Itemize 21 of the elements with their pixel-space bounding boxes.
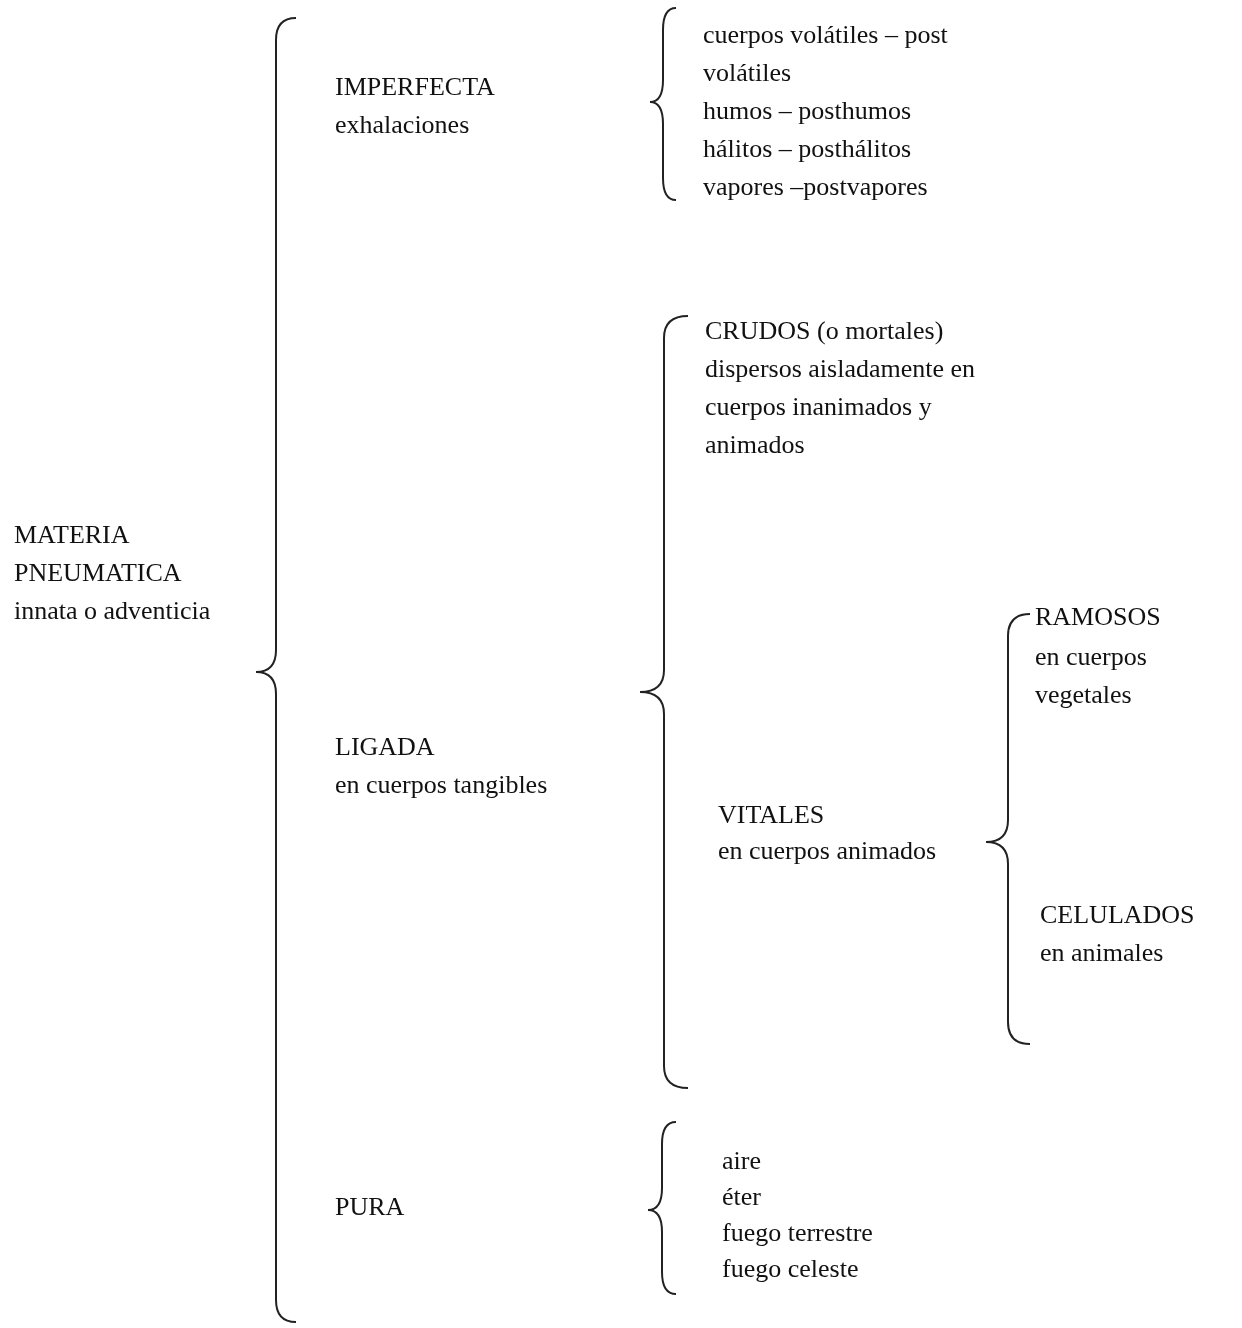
category-description: en cuerpos vegetales: [1035, 641, 1148, 711]
category-heading: CELULADOS: [1040, 899, 1195, 931]
list-item: fuego celeste: [722, 1253, 859, 1285]
category-description: en animales: [1040, 937, 1164, 969]
category-heading: LIGADA: [335, 731, 435, 763]
list-item: aire: [722, 1145, 761, 1177]
category-description: en cuerpos tangibles: [335, 769, 548, 801]
category-heading: RAMOSOS: [1035, 601, 1161, 633]
category-description: dispersos aisladamente en cuerpos inanimados y animados: [705, 353, 977, 461]
list-item: éter: [722, 1181, 761, 1213]
list-item: humos – posthumos: [703, 95, 912, 127]
list-item: fuego terrestre: [722, 1217, 873, 1249]
category-heading: PURA: [335, 1191, 405, 1223]
list-item: vapores –postvapores: [703, 171, 928, 203]
category-description: exhalaciones: [335, 109, 470, 141]
category-heading: IMPERFECTA: [335, 71, 495, 103]
list-item: hálitos – posthálitos: [703, 133, 911, 165]
category-heading: VITALES: [718, 799, 825, 831]
category-description: en cuerpos animados: [718, 835, 937, 867]
category-heading: CRUDOS (o mortales): [705, 315, 944, 347]
category-description: innata o adventicia: [14, 595, 211, 627]
